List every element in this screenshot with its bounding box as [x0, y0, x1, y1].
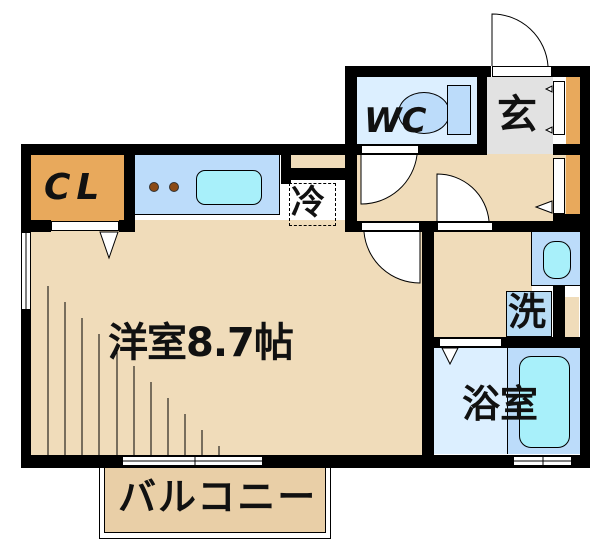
closet: [30, 154, 125, 222]
shoe-cabinet-door[interactable]: [553, 81, 565, 135]
washer-space: [506, 291, 552, 337]
wall-bath-north: [422, 337, 590, 348]
refrigerator-space: [289, 183, 336, 226]
stove-burner-icon: [169, 182, 179, 192]
balcony-label: バルコニー: [118, 475, 318, 519]
wall-fridge-north: [281, 144, 291, 184]
toilet-label: WC: [364, 101, 427, 141]
balcony-floor: [104, 459, 326, 533]
washbasin-bowl-icon: [543, 241, 571, 279]
kitchen-sink-icon: [196, 170, 262, 205]
bathroom-label: 浴室: [462, 382, 539, 426]
shoe-cabinet: [566, 77, 580, 145]
wall-east: [580, 66, 590, 468]
western-room-floor: [30, 220, 432, 460]
entrance-label: 玄: [497, 92, 537, 138]
wall-fridge-top: [281, 168, 345, 180]
closet-door[interactable]: [51, 221, 119, 231]
storage-door[interactable]: [553, 158, 565, 214]
wall-washer-east: [553, 286, 565, 348]
refrigerator-label: 冷: [291, 183, 325, 223]
stove-burner-icon: [149, 182, 159, 192]
storage-cabinet: [566, 155, 580, 221]
entrance-door[interactable]: [492, 66, 552, 77]
wall-north-entrance: [552, 66, 590, 77]
closet-label: CL: [44, 167, 106, 208]
entrance: [487, 77, 553, 154]
wall-wc-east: [477, 66, 487, 155]
washer-label: 洗: [508, 290, 547, 334]
bathroom-door[interactable]: [439, 338, 502, 347]
wall-closet-south-2: [119, 220, 135, 232]
wall-entrance-divider: [553, 144, 580, 155]
wall-closet-south: [21, 220, 51, 232]
wall-north-wc: [345, 66, 491, 77]
wall-closet-east: [124, 144, 135, 232]
washer-side-gap: [565, 297, 579, 337]
fridge-nook: [291, 155, 345, 168]
wall-north-main: [21, 144, 357, 155]
toilet-door[interactable]: [361, 145, 419, 154]
bathtub-basin-icon: [519, 356, 570, 448]
toilet-tank-icon: [447, 85, 471, 135]
toilet-bowl-icon: [398, 92, 450, 134]
room-door-opening[interactable]: [361, 222, 420, 231]
wall-storage-side: [553, 214, 580, 222]
western-room-label: 洋室8.7帖: [108, 320, 294, 366]
utility-door[interactable]: [437, 222, 493, 231]
